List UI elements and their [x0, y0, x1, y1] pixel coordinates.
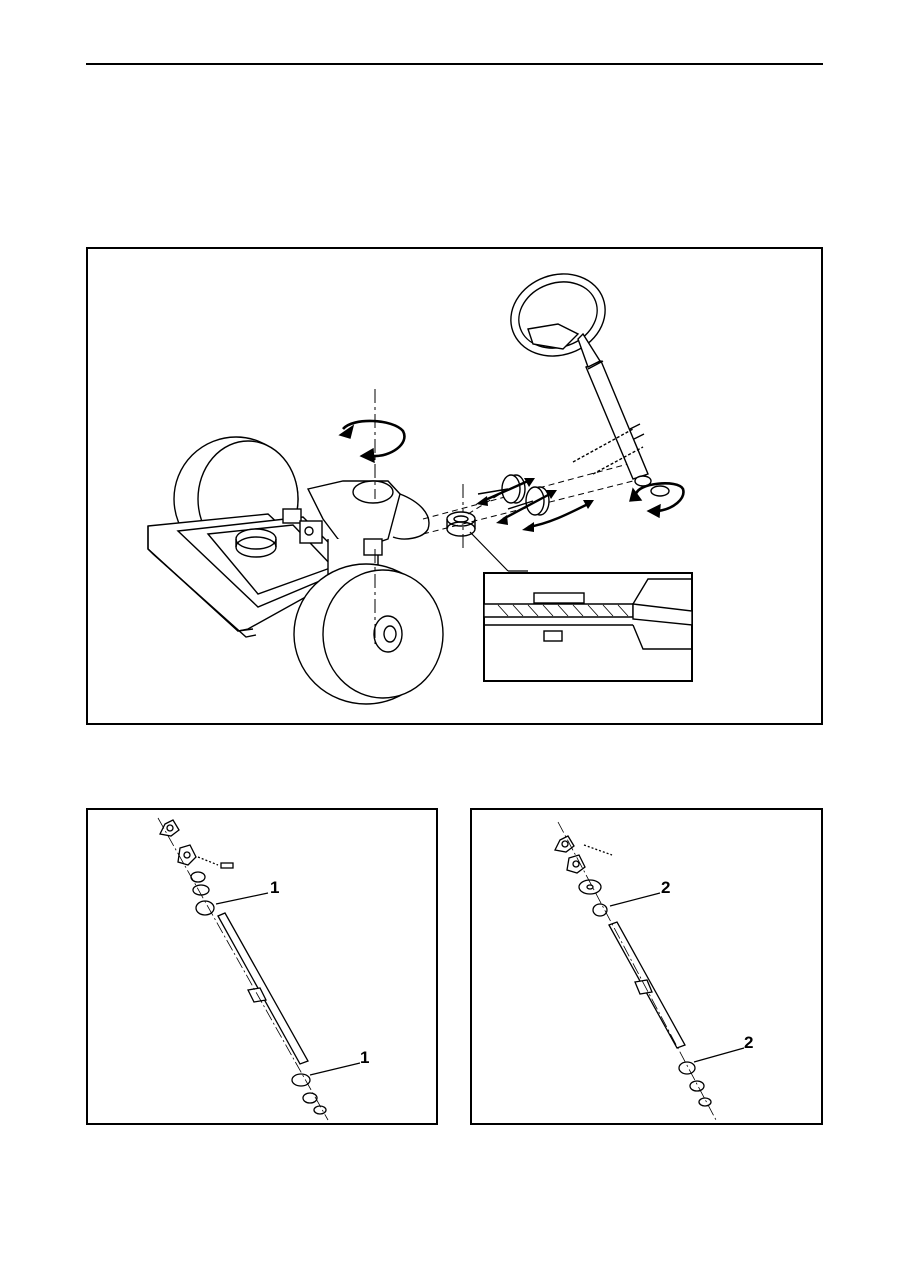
header-rule — [86, 63, 823, 65]
steering-system-drawing — [147, 273, 693, 705]
front-wheel-right — [293, 563, 444, 705]
shaft-assembly-left: 1 1 — [157, 817, 369, 1121]
assembly-lines — [422, 463, 634, 535]
chassis-frame — [147, 508, 355, 638]
rotation-arrow-column — [629, 482, 685, 519]
detail-callout — [469, 531, 693, 682]
pulleys — [477, 474, 550, 516]
linkage-chain — [572, 428, 644, 475]
callout-1-top: 1 — [270, 878, 279, 897]
steering-wheel — [510, 273, 606, 368]
center-line-right — [557, 821, 717, 1121]
rotation-arrow-axle — [338, 419, 406, 464]
steering-system-figure — [86, 247, 823, 725]
exploded-view-right: 2 2 — [470, 808, 823, 1125]
callout-2-top: 2 — [661, 878, 670, 897]
center-line-left — [157, 817, 329, 1121]
leaders-left — [215, 892, 361, 1076]
shaft-assembly-right: 2 2 — [554, 821, 753, 1121]
center-bearing — [446, 511, 476, 537]
leaders-right — [609, 892, 745, 1063]
callout-2-bottom: 2 — [744, 1033, 753, 1052]
shaft-parts-left — [159, 819, 327, 1115]
shaft-parts-right — [554, 835, 712, 1107]
exploded-view-left: 1 1 — [86, 808, 438, 1125]
steering-column — [585, 360, 670, 497]
callout-1-bottom: 1 — [360, 1048, 369, 1067]
